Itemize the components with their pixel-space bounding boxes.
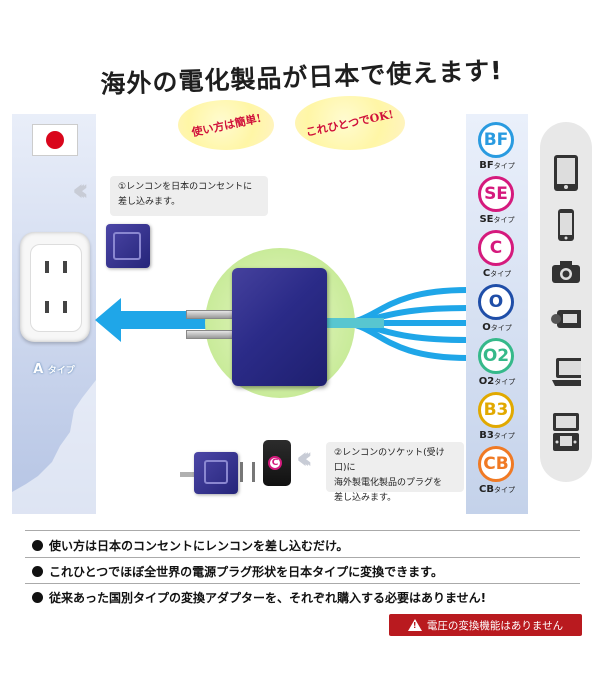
bullet-text: 従来あった国別タイプの変換アダプターを、それぞれ購入する必要はありません!: [49, 591, 487, 605]
plug-blade: [180, 472, 194, 477]
plug-type-code: CB: [479, 484, 494, 495]
outlet-type-suffix: タイプ: [47, 366, 75, 376]
plug-type-suffix: タイプ: [493, 162, 515, 170]
plug-type-code: BF: [479, 160, 494, 171]
insert-arrow: [118, 311, 208, 329]
bullet-text: 使い方は日本のコンセントにレンコンを差し込むだけ。: [49, 539, 349, 553]
plug-type-code: O2: [478, 376, 495, 387]
chevrons-icon: ‹‹‹: [72, 173, 89, 208]
plug-type-suffix: タイプ: [493, 432, 515, 440]
step2-callout: ②レンコンのソケット(受け口)に 海外製電化製品のプラグを 差し込みます。: [326, 442, 464, 503]
bullet-item: 従来あった国別タイプの変換アダプターを、それぞれ購入する必要はありません!: [32, 589, 486, 606]
bullet-dot-icon: [32, 592, 43, 603]
plug-type-o2-icon: O2: [478, 338, 514, 374]
outlet-type-label: A タイプ: [14, 362, 94, 377]
warning-triangle-icon: !: [407, 619, 422, 631]
game-console-icon: [551, 410, 581, 454]
bullet-dot-icon: [32, 566, 43, 577]
divider: [25, 530, 580, 531]
plug-type-o-icon: O: [478, 284, 514, 320]
bullet-dot-icon: [32, 540, 43, 551]
plug-type-code: O: [482, 322, 491, 333]
plug-type-label: Oタイプ: [466, 322, 528, 333]
plug-type-suffix: タイプ: [490, 270, 512, 278]
chevrons-icon: ‹‹‹: [296, 441, 313, 476]
plug-type-code: B3: [479, 430, 494, 441]
laptop-icon: [551, 352, 581, 392]
plug-type-label: CBタイプ: [466, 484, 528, 495]
bullet-text: これひとつでほぼ全世界の電源プラグ形状を日本タイプに変換できます。: [49, 565, 443, 579]
plug-type-c-icon: C: [478, 230, 514, 266]
adapter-with-plug-image: [194, 452, 238, 494]
easy-bubble: 使い方は簡単!: [178, 100, 274, 150]
adapter-product-image: [232, 268, 327, 386]
step1-line2: 差し込みます。: [118, 197, 181, 207]
outlet-slot: [45, 261, 49, 273]
bullet-item: これひとつでほぼ全世界の電源プラグ形状を日本タイプに変換できます。: [32, 563, 443, 580]
step1-line1: ①レンコンを日本のコンセントに: [118, 182, 253, 192]
plug-pin: [240, 462, 243, 482]
one-ok-bubble-text: これひとつでOK!: [305, 107, 396, 140]
plug-type-label: SEタイプ: [466, 214, 528, 225]
arrow-head-icon: [95, 298, 121, 342]
page-title: 海外の電化製品が日本で使えます!: [99, 55, 504, 100]
japan-map-silhouette: [12, 380, 96, 514]
smartphone-icon: [551, 205, 581, 245]
plug-type-b3-icon: B3: [478, 392, 514, 428]
warning-text: 電圧の変換機能はありません: [426, 619, 564, 632]
one-ok-bubble: これひとつでOK!: [295, 96, 405, 150]
outlet-type-letter: A: [33, 362, 44, 377]
c-type-badge: C: [268, 456, 282, 470]
plug-pin: [252, 462, 255, 482]
plug-type-label: Cタイプ: [466, 268, 528, 279]
plug-type-code: SE: [479, 214, 494, 225]
step2-line3: 差し込みます。: [334, 493, 397, 503]
plug-type-suffix: タイプ: [493, 486, 515, 494]
plug-type-label: BFタイプ: [466, 160, 528, 171]
plug-blade: [186, 310, 236, 319]
outlet-faceplate: [30, 244, 82, 332]
voltage-warning-badge: ! 電圧の変換機能はありません: [389, 614, 582, 636]
outlet-slot: [63, 301, 67, 313]
japan-flag-icon: [32, 124, 78, 156]
plug-type-suffix: タイプ: [494, 378, 516, 386]
plug-blade: [186, 330, 236, 339]
plug-type-suffix: タイプ: [490, 324, 512, 332]
easy-bubble-text: 使い方は簡単!: [190, 111, 263, 140]
plug-type-se-icon: SE: [478, 176, 514, 212]
bullet-item: 使い方は日本のコンセントにレンコンを差し込むだけ。: [32, 537, 348, 554]
tablet-icon: [551, 150, 581, 196]
camera-icon: [551, 256, 581, 288]
outlet-slot: [45, 301, 49, 313]
step2-line2: 海外製電化製品のプラグを: [334, 478, 443, 488]
step1-callout: ①レンコンを日本のコンセントに 差し込みます。: [110, 176, 268, 216]
plug-type-label: O2タイプ: [466, 376, 528, 387]
plug-type-bf-icon: BF: [478, 122, 514, 158]
outlet-slot: [63, 261, 67, 273]
step2-line1: ②レンコンのソケット(受け口)に: [334, 448, 445, 473]
divider: [25, 557, 580, 558]
plug-type-code: C: [482, 268, 491, 279]
video-camera-icon: [551, 302, 581, 336]
adapter-socket: [113, 232, 141, 260]
plug-type-label: B3タイプ: [466, 430, 528, 441]
adapter-socket: [204, 460, 228, 484]
connector-bar: [326, 318, 384, 328]
plug-type-suffix: タイプ: [493, 216, 515, 224]
divider: [25, 583, 580, 584]
plug-type-cb-icon: CB: [478, 446, 514, 482]
